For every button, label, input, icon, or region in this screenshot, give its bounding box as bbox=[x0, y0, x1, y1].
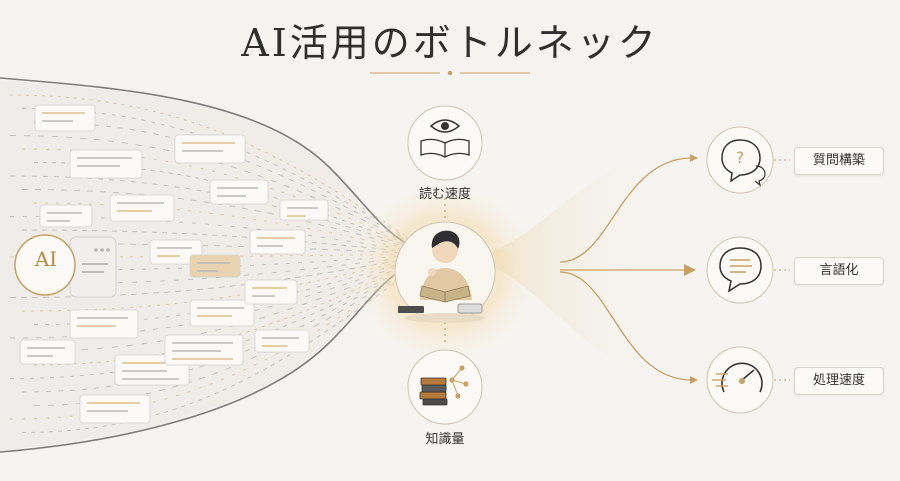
info-card bbox=[254, 329, 310, 353]
output-node-speed bbox=[706, 346, 774, 414]
ai-badge-label: AI bbox=[34, 247, 58, 271]
info-card bbox=[189, 254, 241, 278]
page-title: AI活用のボトルネック bbox=[241, 21, 659, 65]
info-card bbox=[209, 179, 269, 205]
ai-source-card bbox=[69, 236, 117, 298]
info-card bbox=[189, 299, 255, 327]
data-streak bbox=[21, 229, 416, 253]
data-streak bbox=[9, 257, 416, 298]
output-connectors bbox=[559, 154, 790, 384]
data-streak bbox=[9, 135, 416, 246]
output-node-question: ? bbox=[706, 126, 774, 194]
info-card bbox=[34, 104, 96, 132]
info-card bbox=[244, 279, 298, 305]
info-card bbox=[174, 134, 246, 164]
info-card bbox=[149, 239, 203, 265]
speed-gauge-icon bbox=[712, 362, 763, 393]
text-speech-icon bbox=[719, 247, 762, 293]
info-card bbox=[79, 394, 151, 424]
top-node bbox=[407, 105, 483, 181]
information-cards bbox=[19, 104, 329, 424]
data-streak bbox=[33, 265, 416, 406]
info-card bbox=[109, 194, 175, 222]
info-card bbox=[39, 204, 93, 228]
data-streak bbox=[33, 202, 416, 251]
person-reading-icon bbox=[398, 230, 485, 323]
output-label-verbalization: 言語化 bbox=[794, 257, 884, 285]
data-streak bbox=[21, 268, 416, 433]
eye-book-icon bbox=[420, 119, 470, 158]
info-card bbox=[249, 229, 306, 255]
output-node-verbalization bbox=[706, 236, 774, 304]
ai-badge-circle bbox=[14, 234, 76, 296]
info-card bbox=[164, 334, 244, 366]
books-network-icon bbox=[419, 365, 469, 406]
top-node-label: 読む速度 bbox=[418, 187, 471, 202]
bottom-node-label: 知識量 bbox=[425, 432, 465, 447]
data-streak bbox=[33, 121, 416, 244]
bottom-node bbox=[407, 349, 483, 425]
data-streak bbox=[9, 94, 416, 242]
data-streak bbox=[9, 263, 416, 379]
question-speech-icon: ? bbox=[721, 139, 766, 187]
svg-text:?: ? bbox=[736, 148, 745, 167]
info-card bbox=[19, 339, 76, 365]
info-card bbox=[279, 199, 329, 221]
info-card bbox=[69, 309, 139, 339]
info-card bbox=[69, 149, 143, 179]
output-label-speed: 処理速度 bbox=[794, 367, 884, 395]
output-label-question: 質問構築 bbox=[794, 147, 884, 175]
title-divider bbox=[370, 70, 530, 76]
